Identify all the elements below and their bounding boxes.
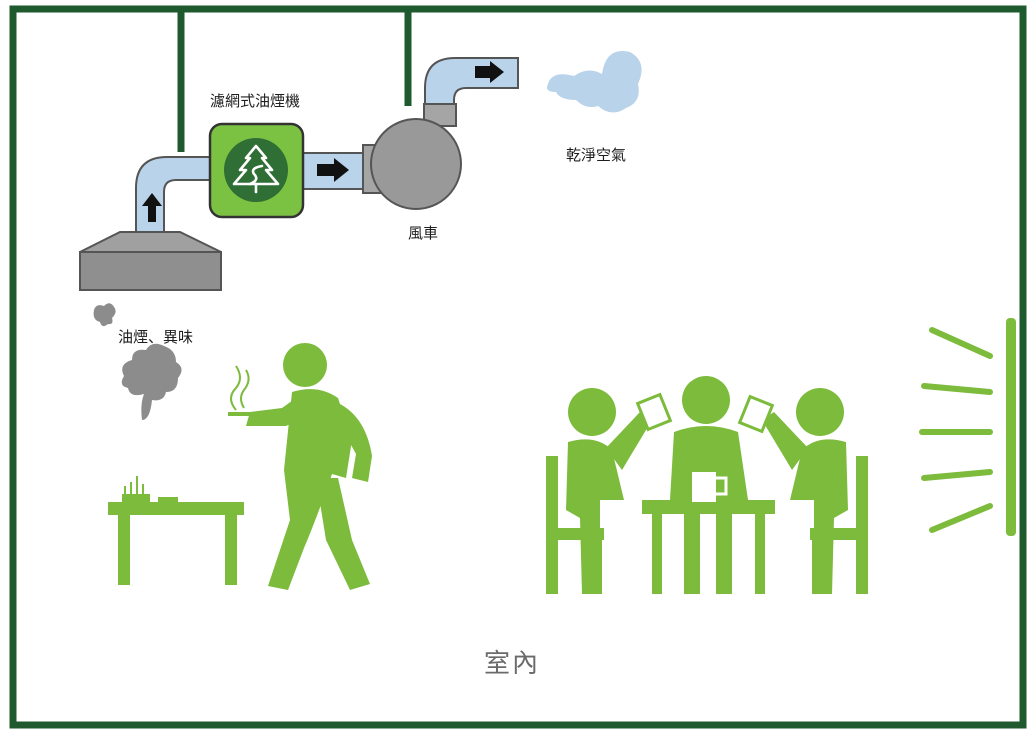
- filter-emblem: [224, 138, 288, 202]
- diner-left-arm: [606, 412, 652, 470]
- cigarette-smoke: [230, 365, 250, 411]
- dining-table-top: [642, 500, 775, 514]
- fan-housing: [370, 118, 462, 210]
- diner-right-chair-back: [856, 456, 868, 594]
- wall-vent-panel: [1006, 318, 1016, 536]
- clean-air-label: 乾淨空氣: [566, 146, 626, 164]
- person-leg-right: [316, 478, 370, 590]
- range-hood: [79, 231, 222, 291]
- vent-rays-icon: [919, 327, 993, 533]
- person-arm-right: [340, 404, 372, 482]
- filter-unit: [208, 122, 305, 219]
- smoke-cloud-large: [121, 343, 182, 420]
- cigarette: [228, 412, 250, 416]
- diner-right-chair-seat: [810, 528, 868, 540]
- fan-unit: [362, 118, 462, 210]
- hood-body: [79, 251, 222, 291]
- arrow-right-icon: [317, 158, 349, 182]
- mug-icon: [692, 472, 728, 502]
- diner-left-chair-back: [546, 456, 558, 594]
- airflow-arrows: [142, 61, 504, 222]
- indoor-label: 室內: [484, 649, 540, 679]
- person-head: [283, 343, 327, 387]
- room-wall: [9, 5, 1027, 729]
- flame-icon: [124, 476, 144, 494]
- standing-person: [228, 343, 372, 590]
- cooking-table: [108, 476, 244, 585]
- arrow-up-icon: [142, 193, 162, 222]
- diner-right-arm: [762, 412, 808, 470]
- duct-hood-to-filter: [135, 156, 213, 237]
- duct-fan-outlet: [424, 57, 519, 111]
- tree-logo-icon: [232, 144, 280, 194]
- diner-center-head: [682, 376, 730, 424]
- beer-glass-icon: [737, 394, 775, 434]
- wall-vent: [919, 318, 1016, 536]
- fan-label: 風車: [408, 224, 438, 242]
- beer-glass-icon: [635, 392, 673, 432]
- diner-right-head: [796, 388, 844, 436]
- smoke-odor-label: 油煙、異味: [118, 328, 193, 346]
- person-body: [268, 389, 352, 590]
- diner-left-head: [568, 388, 616, 436]
- diner-left-body: [566, 439, 624, 594]
- diner-center-body: [670, 426, 748, 500]
- dining-group: [546, 376, 868, 594]
- clean-air-cloud: [547, 50, 642, 113]
- person-arm-left: [246, 398, 304, 426]
- hood-top: [79, 231, 222, 253]
- arrow-right-icon: [475, 61, 504, 83]
- duct-system: [135, 57, 519, 237]
- filter-unit-label: 濾網式油煙機: [210, 92, 300, 110]
- diner-left-chair-seat: [546, 528, 604, 540]
- smoke-cloud-small: [93, 303, 116, 327]
- diner-right-body: [790, 439, 848, 594]
